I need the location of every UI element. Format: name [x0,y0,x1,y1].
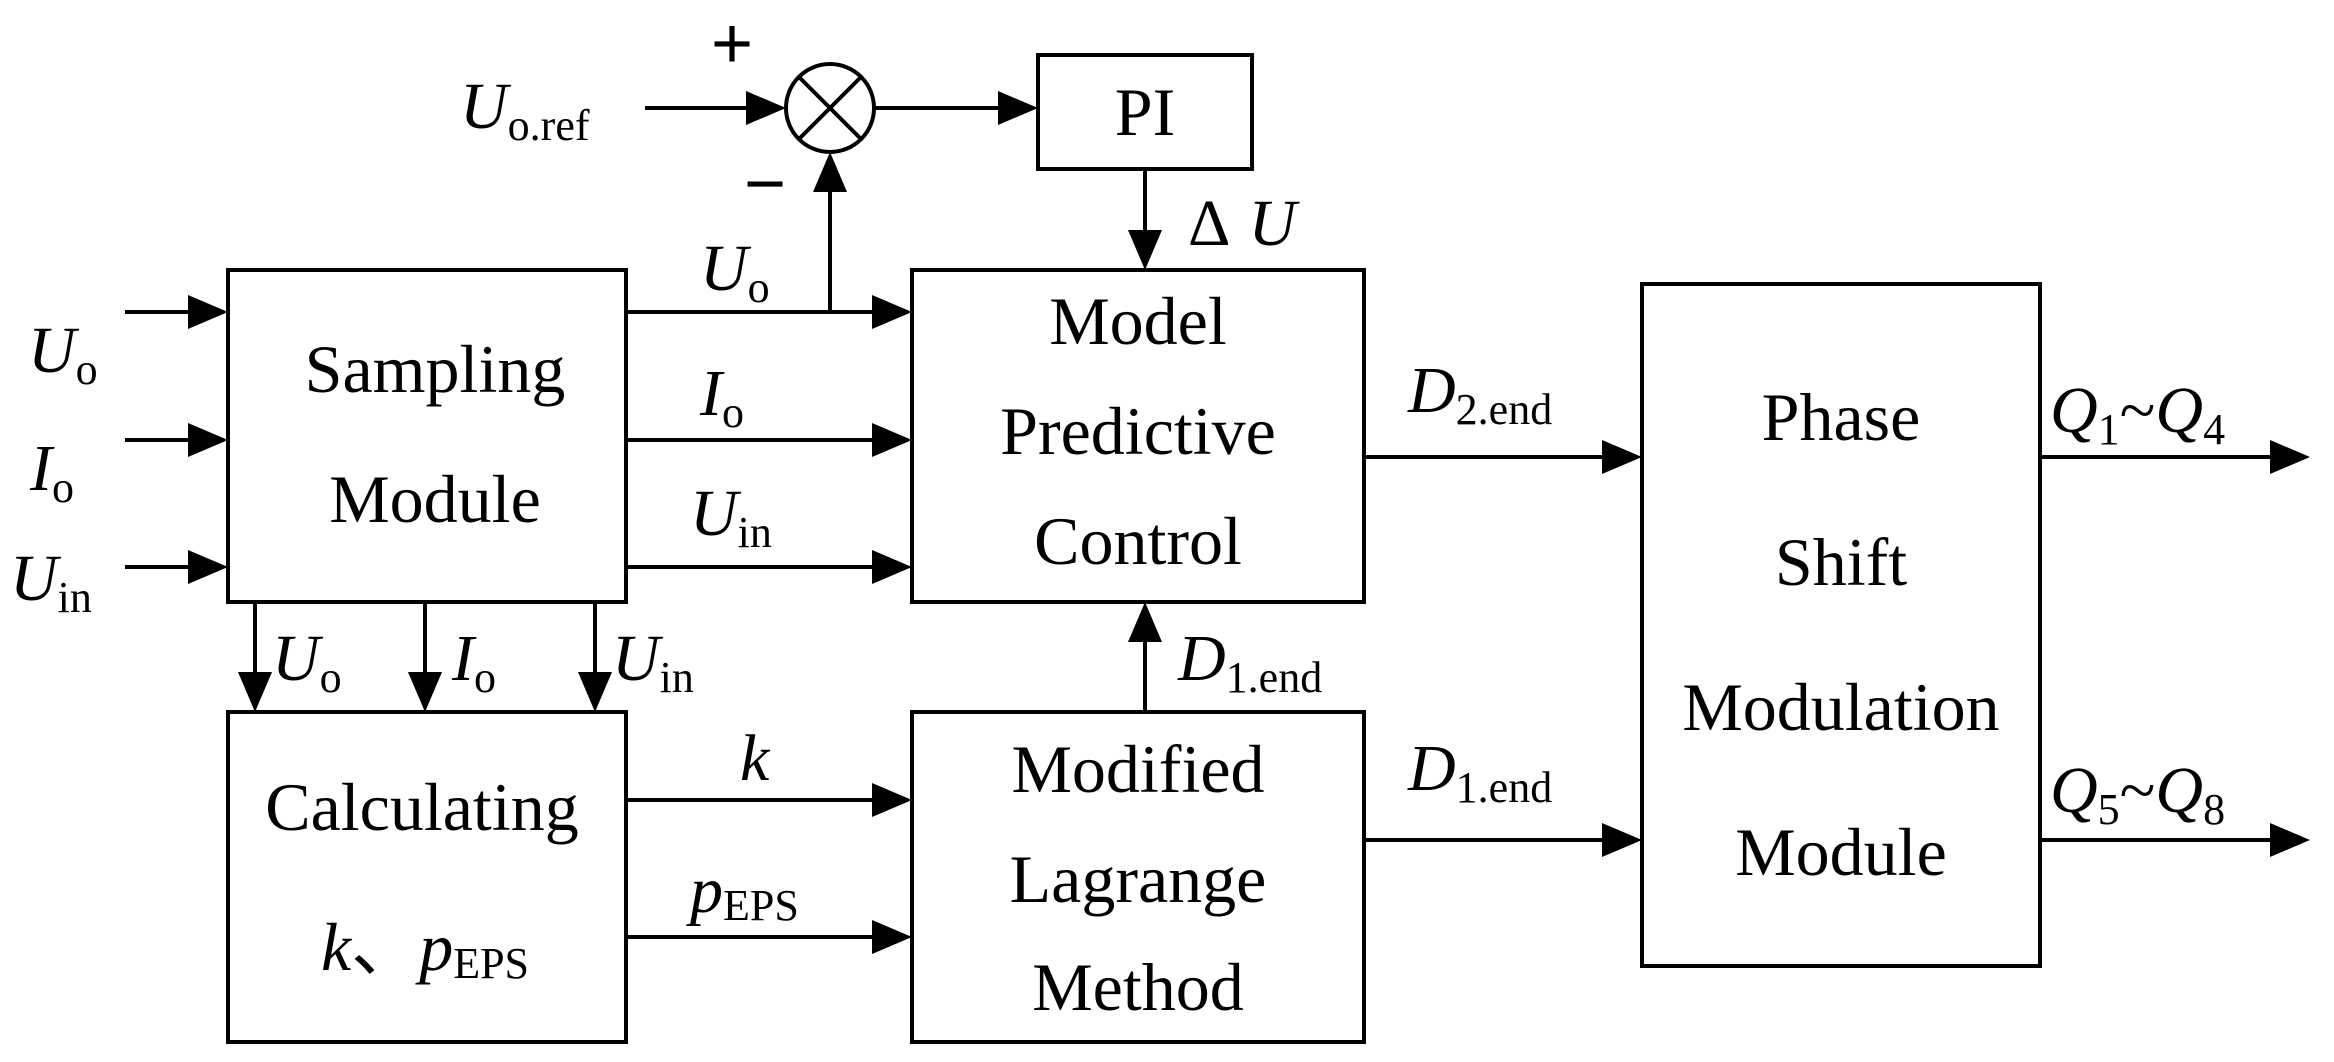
calc-p-sub: EPS [453,939,529,988]
d2-label: D2.end [1407,354,1552,434]
sampled-uin-label: Uin [690,477,772,557]
wires [125,91,2310,954]
lagrange-label-line2: Lagrange [1010,841,1267,917]
sampling-module-block: Sampling Module [226,268,628,604]
calc-label-line2: k、pEPS [321,909,529,988]
calc-k: k [321,909,353,985]
psm-label-line4: Module [1735,814,1947,890]
calc-p: p [415,909,453,985]
calc-label-line1: Calculating [265,769,578,845]
mpc-label-line2: Predictive [1000,393,1276,469]
psm-label-line2: Shift [1775,524,1907,600]
q1-q4-label: Q1~Q4 [2050,374,2225,454]
k-label: k [740,722,771,795]
down-uin-label: Uin [612,622,694,702]
sampled-uo-label: Uo [700,232,770,312]
q5-q8-label: Q5~Q8 [2050,754,2225,834]
plus-sign: + [711,4,753,84]
down-uo-label: Uo [272,622,342,702]
input-io-label: Io [29,432,74,512]
uoref-label: Uo.ref [460,70,590,150]
down-io-label: Io [451,622,496,702]
psm-label-line3: Modulation [1682,669,1999,745]
lagrange-label-line3: Method [1032,949,1244,1025]
mpc-label-line3: Control [1034,503,1242,579]
sampled-io-label: Io [699,357,744,437]
pi-label: PI [1115,74,1175,150]
lagrange-label-line1: Modified [1011,731,1264,807]
calculating-block: Calculating k、pEPS [226,710,628,1044]
pi-block: PI [1036,53,1254,171]
psm-label-line1: Phase [1762,379,1921,455]
phase-shift-modulation-block: Phase Shift Modulation Module [1640,282,2042,968]
minus-sign: − [744,144,786,224]
d1-label: D1.end [1407,732,1552,812]
model-predictive-control-block: Model Predictive Control [910,268,1366,604]
input-uin-label: Uin [10,542,92,622]
sampling-label-line1: Sampling [305,331,566,407]
d1-up-label: D1.end [1177,622,1322,702]
mpc-label-line1: Model [1049,283,1227,359]
calc-separator: 、 [351,909,419,985]
peps-label: pEPS [686,854,799,930]
input-uo-label: Uo [28,314,98,394]
summing-junction [784,62,876,154]
modified-lagrange-block: Modified Lagrange Method [910,710,1366,1044]
sampling-label-line2: Module [329,461,541,537]
